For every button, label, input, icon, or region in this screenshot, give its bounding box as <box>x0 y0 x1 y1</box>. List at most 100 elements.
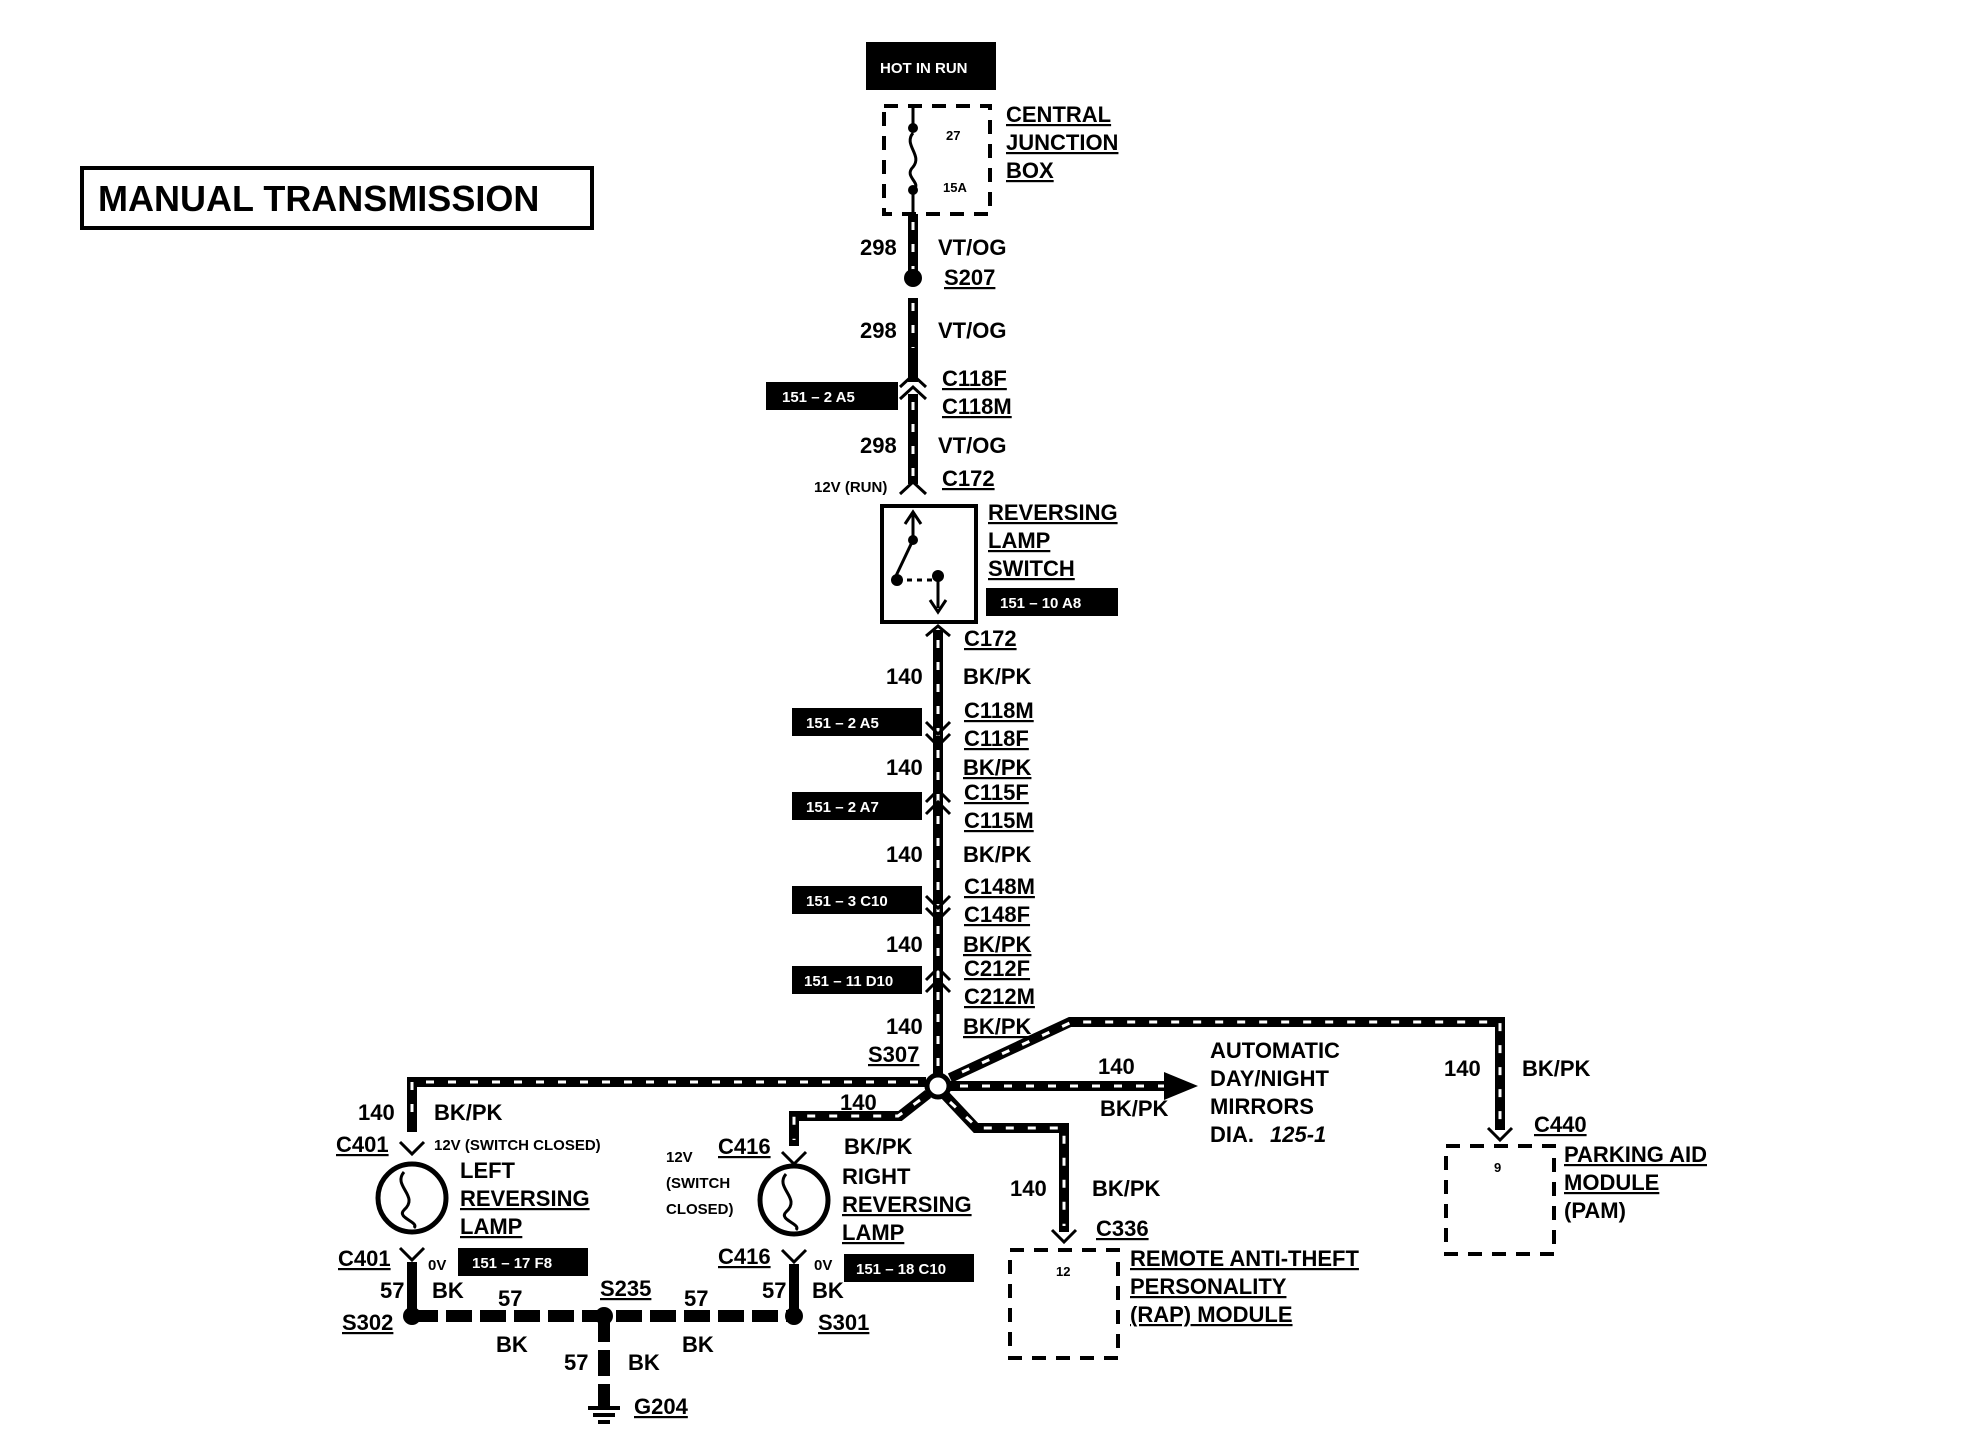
wire-bk-label-right-lamp: BK <box>812 1278 844 1303</box>
title-box <box>80 166 594 230</box>
wire-140-label-mirrors: 140 <box>1098 1054 1135 1079</box>
mirrors-label-4: DIA. <box>1210 1122 1254 1147</box>
ref-box-3-label: 151 – 2 A5 <box>806 715 879 732</box>
reversing-lamp-switch <box>880 504 978 624</box>
wire-140-label-3: 140 <box>886 842 923 867</box>
junction-box-label-1: CENTRAL <box>1006 102 1111 127</box>
fuse-icon <box>908 132 918 192</box>
connector-c401-bottom-label: C401 <box>338 1246 391 1271</box>
wire-bk-label-left-lamp: BK <box>432 1278 464 1303</box>
voltage-0v-right: 0V <box>814 1257 832 1274</box>
switch-label-3: SWITCH <box>988 556 1075 581</box>
ref-box-3 <box>792 708 922 736</box>
page-title: MANUAL TRANSMISSION <box>98 178 539 219</box>
wire-bk-label-drop: BK <box>628 1350 660 1375</box>
wire-298-label-1: 298 <box>860 235 897 260</box>
splice-s307-label: S307 <box>868 1042 919 1067</box>
ref-box-7-label: 151 – 17 F8 <box>472 1255 552 1272</box>
wire-bkpk-label-rap: BK/PK <box>1092 1176 1161 1201</box>
rap-pin: 12 <box>1056 1264 1070 1279</box>
left-lamp-label-1: LEFT <box>460 1158 516 1183</box>
wire-140-label-2: 140 <box>886 755 923 780</box>
connector-c148m-label: C148M <box>964 874 1035 899</box>
connector-c416-bottom-label: C416 <box>718 1244 771 1269</box>
connector-c115m-label: C115M <box>964 808 1034 833</box>
ref-box-2 <box>986 588 1118 616</box>
wire-140-label-1: 140 <box>886 664 923 689</box>
wire-bkpk-label-2: BK/PK <box>963 755 1032 780</box>
right-lamp-label-2: REVERSING <box>842 1192 972 1217</box>
ref-box-1-label: 151 – 2 A5 <box>782 389 855 406</box>
pam-pin: 9 <box>1494 1160 1501 1175</box>
voltage-12v-right: 12V <box>666 1149 693 1166</box>
connector-c336-icon <box>1050 1228 1078 1245</box>
right-lamp-icon <box>757 1163 831 1237</box>
wire-57-label-bus-right: 57 <box>684 1286 708 1311</box>
connector-c115-icon <box>924 787 952 816</box>
connector-c440-label: C440 <box>1534 1112 1587 1137</box>
connector-c416-top-icon <box>780 1150 808 1167</box>
pam-label-1: PARKING AID <box>1564 1142 1707 1167</box>
wire-57-label-drop: 57 <box>564 1350 588 1375</box>
connector-c118m-label: C118M <box>942 394 1012 419</box>
voltage-switch-closed-right: CLOSED) <box>666 1201 734 1218</box>
right-lamp-label-3: LAMP <box>842 1220 904 1245</box>
connector-c401-top-label: C401 <box>336 1132 389 1157</box>
ref-box-6-label: 151 – 11 D10 <box>804 973 893 990</box>
wire-vtog-label-1: VT/OG <box>938 235 1006 260</box>
wire-57-label-bus-left: 57 <box>498 1286 522 1311</box>
voltage-0v-left: 0V <box>428 1257 446 1274</box>
splice-s207-label: S207 <box>944 265 995 290</box>
mirrors-label-2: DAY/NIGHT <box>1210 1066 1330 1091</box>
connector-c212m-label: C212M <box>964 984 1035 1009</box>
junction-box-label-3: BOX <box>1006 158 1054 183</box>
voltage-switch-closed: 12V (SWITCH CLOSED) <box>434 1137 601 1154</box>
right-lamp-label-1: RIGHT <box>842 1164 911 1189</box>
hot-in-run-box <box>866 42 996 90</box>
ref-box-8 <box>844 1254 974 1282</box>
ref-box-5-label: 151 – 3 C10 <box>806 893 888 910</box>
pam-label-2: MODULE <box>1564 1170 1659 1195</box>
wire-140-label-5: 140 <box>886 1014 923 1039</box>
wire-bkpk-label-left: BK/PK <box>434 1100 503 1125</box>
switch-label-1: REVERSING <box>988 500 1118 525</box>
connector-c115f-label: C115F <box>964 780 1029 805</box>
ref-box-7 <box>458 1248 588 1276</box>
connector-c172-top-icon <box>898 479 928 496</box>
left-lamp-label-2: REVERSING <box>460 1186 590 1211</box>
wire-bkpk-label-4: BK/PK <box>963 932 1032 957</box>
wire-bkpk-label-5: BK/PK <box>963 1014 1032 1039</box>
wire-vtog-label-3: VT/OG <box>938 433 1006 458</box>
switch-label-2: LAMP <box>988 528 1050 553</box>
rap-label-3: (RAP) MODULE <box>1130 1302 1293 1327</box>
hot-in-run-label: HOT IN RUN <box>880 60 968 77</box>
wire-bk-label-bus-right: BK <box>682 1332 714 1357</box>
wire-140-label-rap: 140 <box>1010 1176 1047 1201</box>
wire-140-label-right: 140 <box>840 1090 877 1115</box>
connector-c118m-lower-label: C118M <box>964 698 1034 723</box>
splice-s301-label: S301 <box>818 1310 869 1335</box>
ref-box-6 <box>792 966 922 994</box>
connector-c148-icon <box>924 894 952 923</box>
connector-c118f-label: C118F <box>942 366 1007 391</box>
wire-bk-label-bus-left: BK <box>496 1332 528 1357</box>
ground-icon <box>588 1406 620 1424</box>
rap-label-1: REMOTE ANTI-THEFT <box>1130 1246 1359 1271</box>
splice-s302-label: S302 <box>342 1310 393 1335</box>
connector-c401-bottom-icon <box>398 1246 426 1263</box>
wire-298-label-3: 298 <box>860 433 897 458</box>
connector-c440-icon <box>1486 1126 1514 1143</box>
pam-label-3: (PAM) <box>1564 1198 1626 1223</box>
wire-bkpk-label-right: BK/PK <box>844 1134 913 1159</box>
connector-c212f-label: C212F <box>964 956 1030 981</box>
mirrors-label-1: AUTOMATIC <box>1210 1038 1340 1063</box>
splice-s235-label: S235 <box>600 1276 651 1301</box>
connector-c401-top-icon <box>398 1140 426 1157</box>
connector-c118-lower-icon <box>924 720 952 749</box>
connector-c172-top-label: C172 <box>942 466 995 491</box>
mirrors-ref: 125-1 <box>1270 1122 1326 1147</box>
central-junction-box <box>882 104 992 216</box>
wire-bkpk-label-mirrors: BK/PK <box>1100 1096 1169 1121</box>
splice-s307 <box>924 1072 952 1100</box>
